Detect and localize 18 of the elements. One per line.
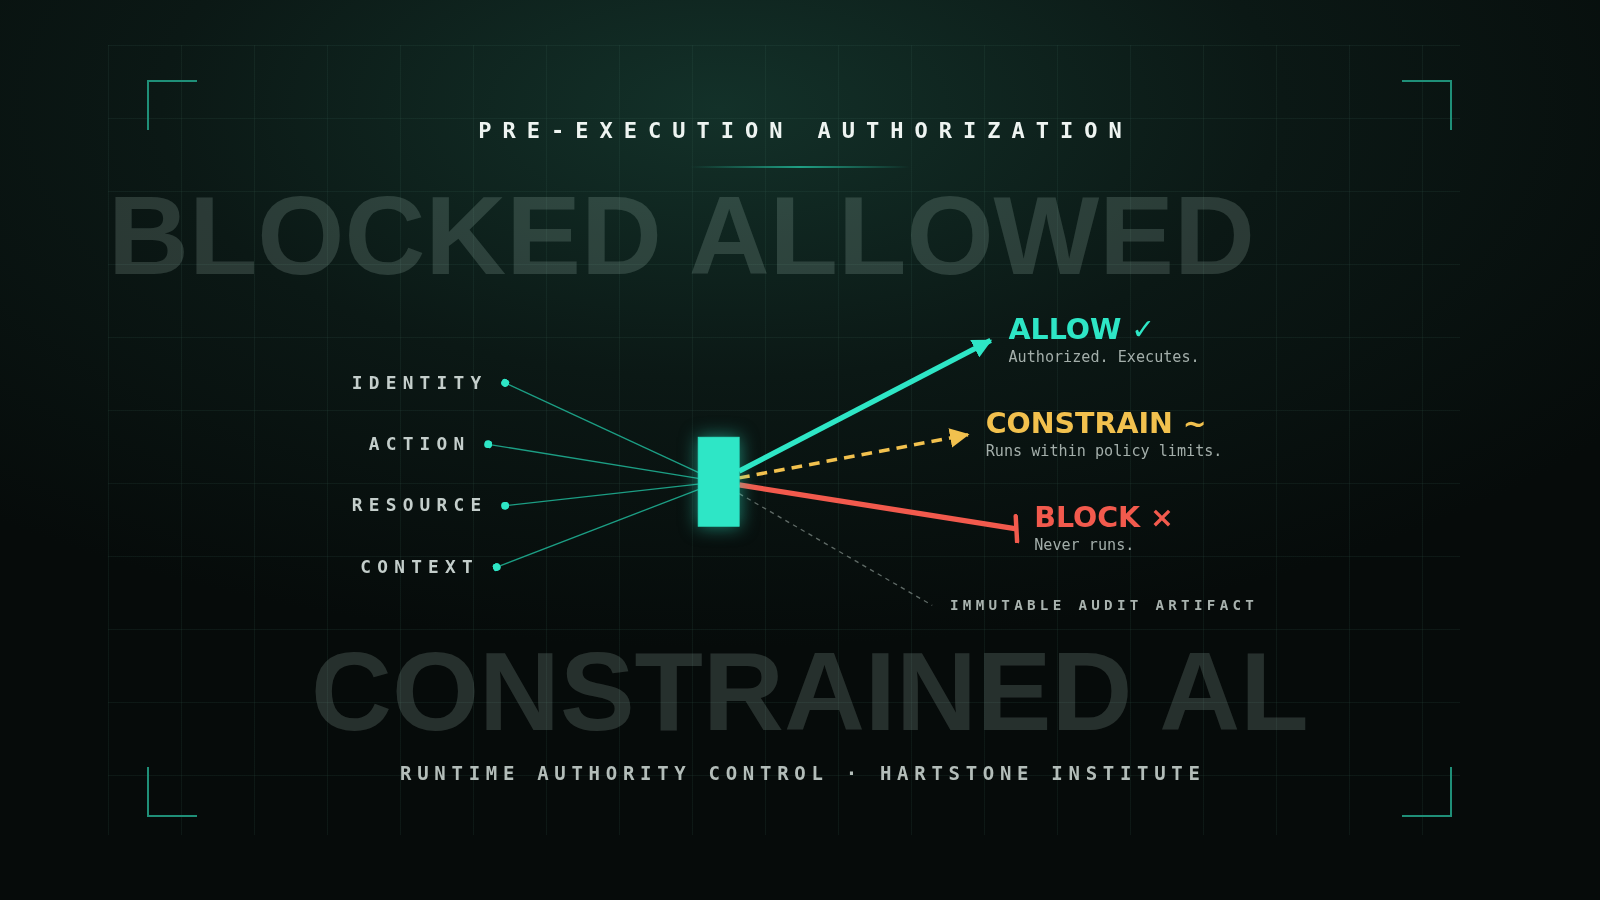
node-text: CONSTRAIN ~ Runs within policy limits. bbox=[985, 406, 1223, 460]
footer-caption: RUNTIME AUTHORITY CONTROL · HARTSTONE INSTITUTE bbox=[399, 762, 1206, 785]
node-text: RESOURCE bbox=[351, 494, 488, 516]
connector bbox=[738, 492, 933, 606]
node-text: BLOCK × Never runs. bbox=[1034, 500, 1174, 555]
node-text: ACTION bbox=[368, 433, 471, 455]
diagram-title: PRE-EXECUTION AUTHORIZATION bbox=[477, 118, 1133, 145]
connector bbox=[492, 488, 699, 572]
connector bbox=[738, 482, 1020, 544]
connector bbox=[484, 440, 699, 480]
node-box bbox=[697, 436, 740, 527]
node-text: IMMUTABLE AUDIT ARTIFACT bbox=[949, 596, 1259, 614]
node-text: CONTEXT bbox=[360, 555, 479, 578]
arrow bbox=[738, 428, 970, 480]
connector bbox=[501, 378, 699, 473]
connector bbox=[501, 483, 699, 510]
node-text: ALLOW ✓ Authorized. Executes. bbox=[1008, 312, 1200, 366]
node-text: IDENTITY bbox=[351, 371, 488, 394]
